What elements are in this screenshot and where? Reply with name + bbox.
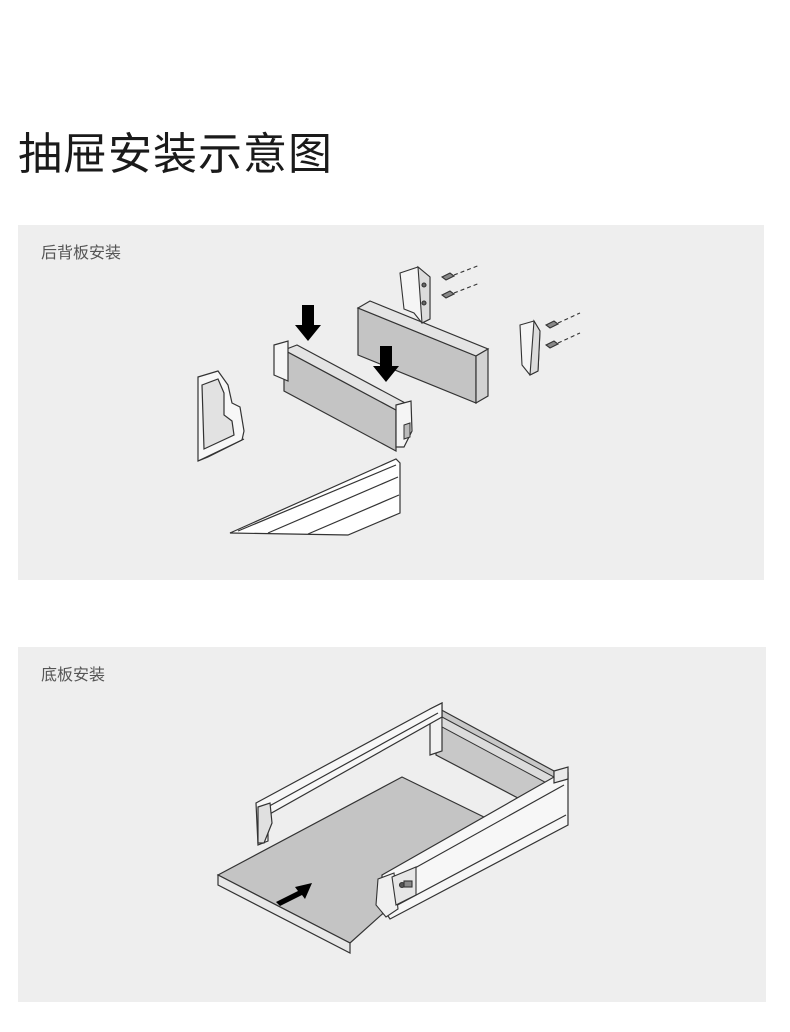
page-title: 抽屉安装示意图 — [18, 129, 333, 180]
back-panel-board-upper — [356, 300, 490, 405]
down-arrow-icon — [295, 305, 321, 341]
front-connector — [375, 866, 417, 918]
back-panel-section: 后背板安装 — [18, 225, 764, 580]
right-arrow-icon — [276, 883, 312, 906]
drawer-left-side — [255, 702, 443, 846]
bottom-board-illustration — [216, 702, 569, 954]
drawer-bottom-rail — [229, 458, 401, 536]
bottom-board-section: 底板安装 — [18, 647, 766, 1002]
back-panel-board-lower — [273, 340, 413, 453]
section-label: 底板安装 — [41, 665, 106, 684]
bracket-with-screws-upper — [399, 264, 481, 324]
back-panel-illustration — [197, 264, 581, 536]
drawer-side-profile — [197, 370, 245, 462]
down-arrow-icon — [373, 346, 399, 382]
bracket-with-screws-right — [519, 312, 581, 376]
section-label: 后背板安装 — [41, 243, 122, 262]
